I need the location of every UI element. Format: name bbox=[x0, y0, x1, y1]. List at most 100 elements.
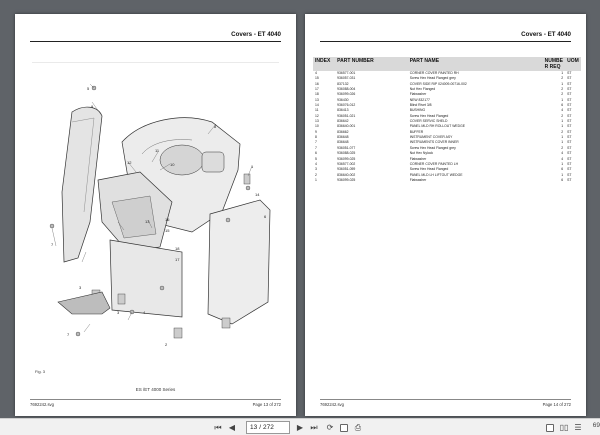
previous-page-icon[interactable]: ◀ bbox=[228, 423, 236, 432]
cell-index: 14 bbox=[315, 103, 319, 108]
last-page-icon[interactable]: ⏭ bbox=[310, 422, 318, 432]
callout-14: 14 bbox=[255, 192, 260, 197]
cell-number-req: 4 bbox=[561, 108, 564, 113]
cell-part-number: 836640-001 bbox=[337, 124, 356, 129]
cell-uom: ST bbox=[567, 140, 572, 145]
cell-part-number: 936051-077 bbox=[337, 145, 356, 150]
cell-number-req: 1 bbox=[561, 97, 564, 102]
cell-part-number: 836648 bbox=[337, 140, 349, 145]
lever-bracket bbox=[57, 291, 111, 315]
col-part-name: PART NAME bbox=[409, 58, 440, 64]
cell-number-req: 2 bbox=[561, 129, 564, 134]
zoom-level[interactable]: 69 bbox=[592, 422, 600, 429]
cell-part-name: COVER SIDE RIP 024009-00716-002 bbox=[409, 81, 467, 86]
cell-index: 5 bbox=[315, 156, 317, 161]
header-rule bbox=[30, 41, 281, 42]
cell-index: 2 bbox=[315, 172, 317, 177]
cell-part-number: 836648 bbox=[337, 135, 349, 140]
left-corner-cover bbox=[61, 106, 103, 263]
cell-index: 3 bbox=[315, 167, 317, 172]
continuous-view-icon[interactable]: ☰ bbox=[574, 423, 582, 432]
cell-index: 13 bbox=[315, 119, 319, 124]
cell-part-name: CORNER COVER PAINTED RH bbox=[409, 71, 459, 75]
first-page-icon[interactable]: ⏮ bbox=[214, 422, 222, 432]
total-pages: 272 bbox=[263, 424, 274, 431]
cell-index: 6 bbox=[315, 151, 317, 156]
callout-2: 2 bbox=[165, 342, 168, 347]
cell-uom: ST bbox=[567, 145, 572, 150]
cell-uom: ST bbox=[567, 151, 572, 156]
cell-index: 4 bbox=[315, 161, 317, 166]
cell-index: 12 bbox=[315, 113, 319, 118]
cell-part-number: 936057-031 bbox=[337, 76, 356, 81]
cell-number-req: 1 bbox=[561, 119, 564, 124]
col-number-req: NUMBE R REQ bbox=[544, 58, 564, 70]
cell-part-name: NEW 832177 bbox=[409, 97, 430, 102]
cell-number-req: 2 bbox=[561, 92, 564, 97]
cell-part-number: 836413 bbox=[337, 108, 349, 113]
cell-part-number: 936099-026 bbox=[337, 92, 356, 97]
cell-number-req: 2 bbox=[561, 145, 564, 150]
cell-part-name: Screw Hex Head Flanged grey bbox=[409, 76, 456, 81]
print-icon[interactable]: ⎙ bbox=[354, 422, 362, 432]
cell-part-number: 936076-012 bbox=[337, 103, 356, 108]
cell-uom: ST bbox=[567, 172, 572, 177]
cell-part-name: PANEL MLD RH ROLLOUT WEDGE bbox=[409, 124, 466, 129]
callout-7b: 7 bbox=[67, 332, 70, 337]
callout-15: 15 bbox=[165, 228, 170, 233]
cell-number-req: 1 bbox=[561, 172, 564, 177]
cell-part-number: 837132 bbox=[337, 81, 349, 86]
cell-number-req: 1 bbox=[561, 135, 564, 140]
page-number-input[interactable]: 13 / 272 bbox=[246, 421, 290, 434]
cell-uom: ST bbox=[567, 108, 572, 113]
page-header: Covers - ET 4040 bbox=[231, 31, 281, 38]
col-index: INDEX bbox=[315, 58, 331, 64]
footer-page-number: Page 14 of 272 bbox=[542, 402, 571, 407]
cell-part-number: 836642 bbox=[337, 119, 349, 124]
cell-number-req: 4 bbox=[561, 151, 564, 156]
callout-6: 6 bbox=[264, 214, 267, 219]
fit-page-icon[interactable] bbox=[338, 421, 350, 434]
cell-number-req: 1 bbox=[561, 140, 564, 145]
cell-part-number: 836640-002 bbox=[337, 172, 356, 177]
cell-part-number: 936430 bbox=[337, 97, 349, 102]
cell-part-name: Flatwasher bbox=[409, 177, 427, 182]
current-page: 13 bbox=[250, 424, 258, 431]
two-page-view-icon[interactable]: ▯▯ bbox=[559, 423, 569, 432]
next-page-icon[interactable]: ▶ bbox=[296, 423, 304, 432]
cell-uom: ST bbox=[567, 161, 572, 166]
pdf-viewer[interactable]: Covers - ET 4040 bbox=[0, 0, 600, 418]
cell-index: 8 bbox=[315, 135, 317, 140]
callout-4: 4 bbox=[143, 310, 146, 315]
header-rule bbox=[320, 41, 571, 42]
cell-part-name: Flatwasher bbox=[409, 156, 427, 161]
cell-index: 15 bbox=[315, 76, 319, 81]
page-14: Covers - ET 4040 INDEX PART NUMBER PART … bbox=[305, 14, 586, 416]
callout-18: 18 bbox=[175, 246, 180, 251]
footer-rule bbox=[320, 399, 571, 400]
cell-uom: ST bbox=[567, 156, 572, 161]
cell-number-req: 6 bbox=[561, 177, 564, 182]
callout-5: 5 bbox=[87, 86, 90, 91]
cell-uom: ST bbox=[567, 76, 572, 81]
cell-index: 13 bbox=[315, 97, 319, 102]
cell-part-name: Nut Hex Flanged bbox=[409, 87, 436, 92]
cell-uom: ST bbox=[567, 92, 572, 97]
callout-17: 17 bbox=[175, 257, 180, 262]
cell-index: 9 bbox=[315, 129, 317, 134]
refresh-icon[interactable]: ⟳ bbox=[326, 423, 334, 432]
cell-uom: ST bbox=[567, 167, 572, 172]
cell-index: 1 bbox=[315, 177, 317, 182]
cell-index: 10 bbox=[315, 124, 319, 129]
cell-number-req: 4 bbox=[561, 156, 564, 161]
figure-caption: ES /ET 4000 Series bbox=[135, 387, 176, 392]
cell-number-req: 1 bbox=[561, 81, 564, 86]
footer-filename: 7692242.svg bbox=[30, 402, 54, 407]
single-page-view-icon[interactable] bbox=[544, 421, 556, 434]
